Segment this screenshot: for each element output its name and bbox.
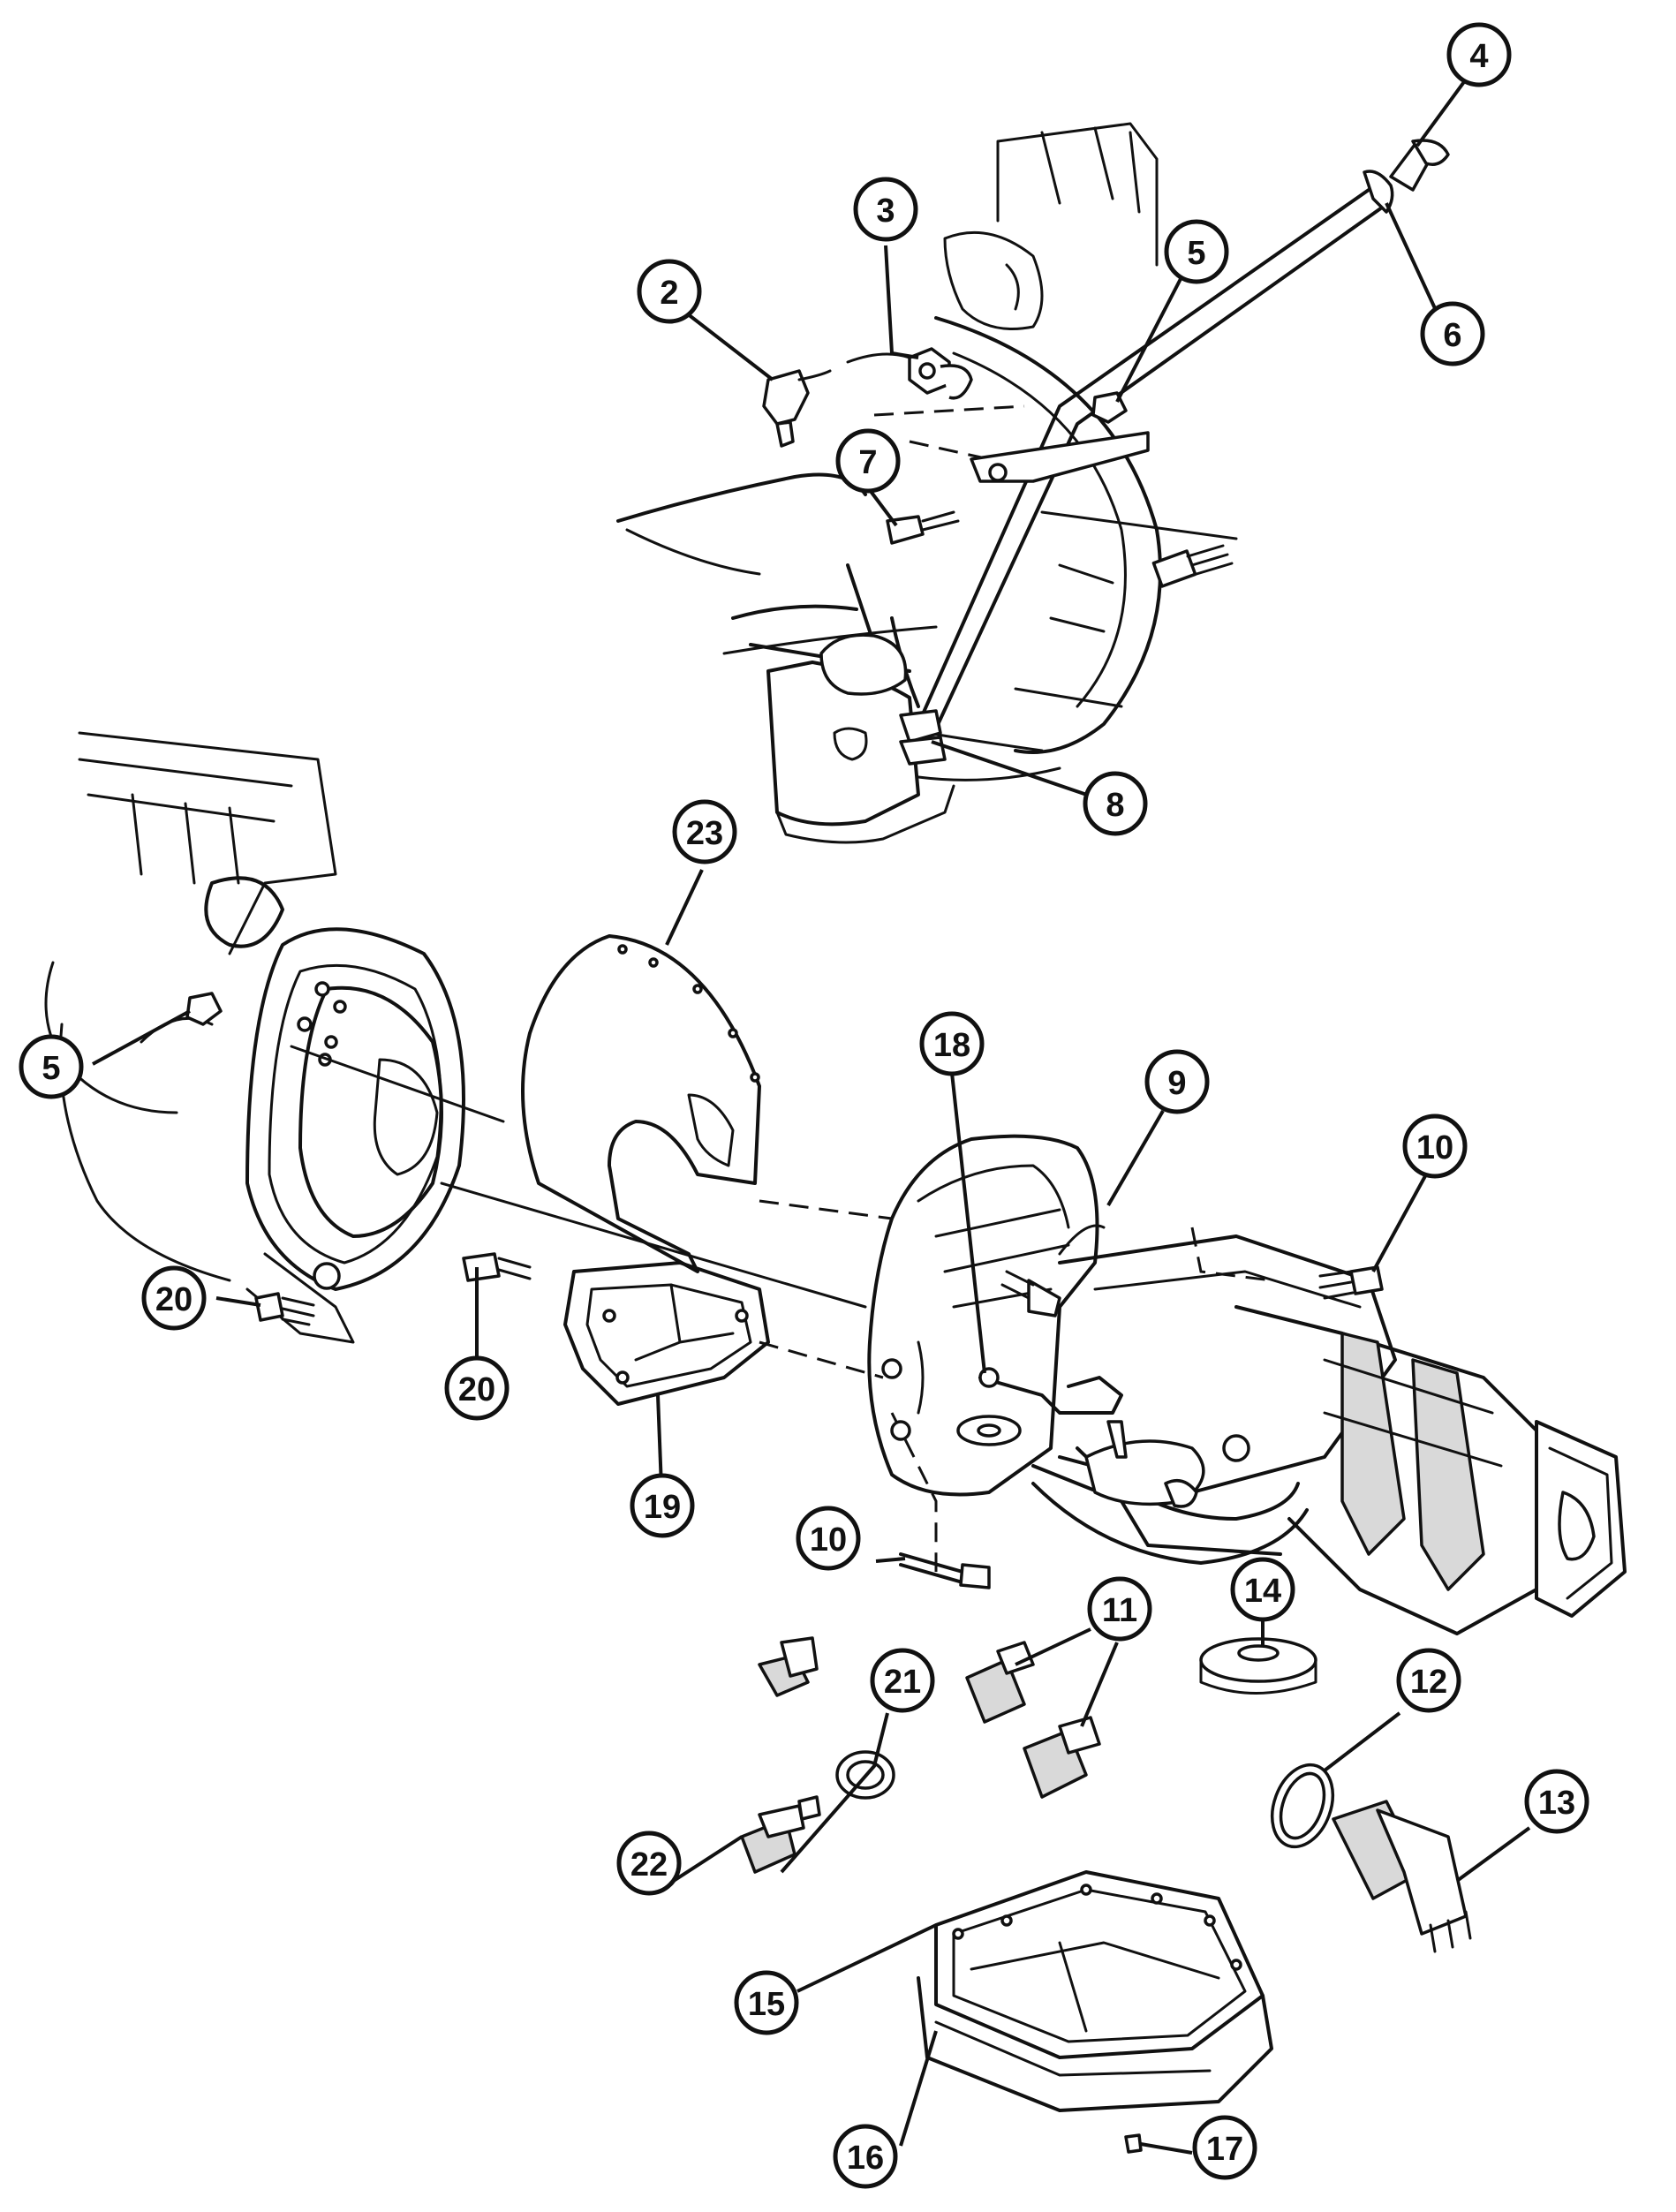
callout-10-lower: 10 bbox=[796, 1506, 861, 1571]
bolt-10-upper bbox=[1318, 1265, 1384, 1300]
svg-text:13: 13 bbox=[1538, 1785, 1575, 1822]
svg-text:9: 9 bbox=[1167, 1065, 1186, 1102]
callout-10-upper: 10 bbox=[1402, 1114, 1468, 1179]
callout-6: 6 bbox=[1420, 301, 1485, 366]
cooler-fitting bbox=[762, 369, 832, 448]
callout-8: 8 bbox=[1083, 771, 1148, 836]
svg-text:6: 6 bbox=[1443, 317, 1461, 354]
callout-9: 9 bbox=[1144, 1049, 1210, 1114]
svg-text:18: 18 bbox=[933, 1027, 970, 1064]
bolt-10-lower bbox=[899, 1552, 991, 1589]
upper-assembly bbox=[616, 122, 1450, 844]
svg-text:7: 7 bbox=[858, 444, 877, 481]
callout-22: 22 bbox=[616, 1831, 682, 1896]
callout-4: 4 bbox=[1446, 22, 1512, 87]
svg-text:17: 17 bbox=[1206, 2131, 1243, 2168]
svg-text:3: 3 bbox=[876, 193, 895, 230]
callout-15: 15 bbox=[734, 1970, 799, 2035]
callout-7: 7 bbox=[835, 428, 901, 494]
bellhousing-bolt bbox=[1151, 544, 1234, 588]
sensor-13 bbox=[1332, 1800, 1472, 1953]
callout-23: 23 bbox=[672, 799, 737, 864]
callout-19: 19 bbox=[630, 1473, 695, 1538]
callout-16: 16 bbox=[833, 2124, 898, 2189]
washer-14 bbox=[1199, 1637, 1317, 1695]
svg-text:22: 22 bbox=[630, 1846, 668, 1884]
switches-11 bbox=[965, 1641, 1101, 1799]
callout-2: 2 bbox=[637, 259, 702, 324]
callout-12: 12 bbox=[1396, 1648, 1461, 1713]
callout-17: 17 bbox=[1192, 2115, 1257, 2180]
leader-lines bbox=[92, 78, 1531, 2155]
bracket-bolt bbox=[886, 510, 960, 545]
transmission-bracket bbox=[563, 1261, 770, 1406]
callout-21: 21 bbox=[870, 1648, 935, 1713]
svg-text:16: 16 bbox=[847, 2140, 884, 2177]
callout-18: 18 bbox=[919, 1011, 985, 1076]
svg-text:21: 21 bbox=[884, 1664, 921, 1701]
svg-text:20: 20 bbox=[458, 1371, 495, 1408]
callout-20-left: 20 bbox=[141, 1265, 207, 1331]
svg-text:19: 19 bbox=[644, 1489, 681, 1526]
svg-text:8: 8 bbox=[1106, 787, 1124, 824]
svg-text:11: 11 bbox=[1102, 1592, 1137, 1629]
dipstick-tube bbox=[899, 139, 1450, 766]
svg-text:12: 12 bbox=[1410, 1664, 1447, 1701]
callout-14: 14 bbox=[1230, 1557, 1295, 1622]
callout-13: 13 bbox=[1524, 1769, 1589, 1834]
pan-bolt-17 bbox=[1124, 2133, 1143, 2154]
svg-text:23: 23 bbox=[686, 815, 723, 852]
callout-20-center: 20 bbox=[444, 1355, 510, 1421]
filler-plug bbox=[758, 1636, 819, 1697]
engine-block bbox=[44, 731, 867, 1344]
callout-11: 11 bbox=[1087, 1576, 1152, 1642]
svg-text:20: 20 bbox=[155, 1281, 193, 1318]
bolt-20-left bbox=[254, 1292, 315, 1326]
gasket-12 bbox=[1270, 1763, 1335, 1849]
svg-text:14: 14 bbox=[1244, 1573, 1281, 1610]
transmission-case bbox=[759, 1134, 1627, 1635]
oil-pan bbox=[917, 1870, 1273, 2112]
svg-text:5: 5 bbox=[1187, 235, 1205, 272]
svg-text:10: 10 bbox=[810, 1521, 847, 1559]
callout-5-left: 5 bbox=[19, 1034, 84, 1099]
inspection-cover-plate bbox=[521, 934, 761, 1273]
svg-text:15: 15 bbox=[748, 1986, 785, 2023]
sensor-22 bbox=[740, 1795, 821, 1874]
callout-5-top: 5 bbox=[1164, 219, 1229, 284]
svg-text:4: 4 bbox=[1469, 38, 1488, 75]
svg-text:2: 2 bbox=[660, 275, 678, 312]
svg-text:10: 10 bbox=[1416, 1129, 1453, 1166]
callout-3: 3 bbox=[853, 177, 918, 242]
svg-text:5: 5 bbox=[42, 1050, 60, 1087]
bolt-20-center bbox=[462, 1252, 532, 1282]
